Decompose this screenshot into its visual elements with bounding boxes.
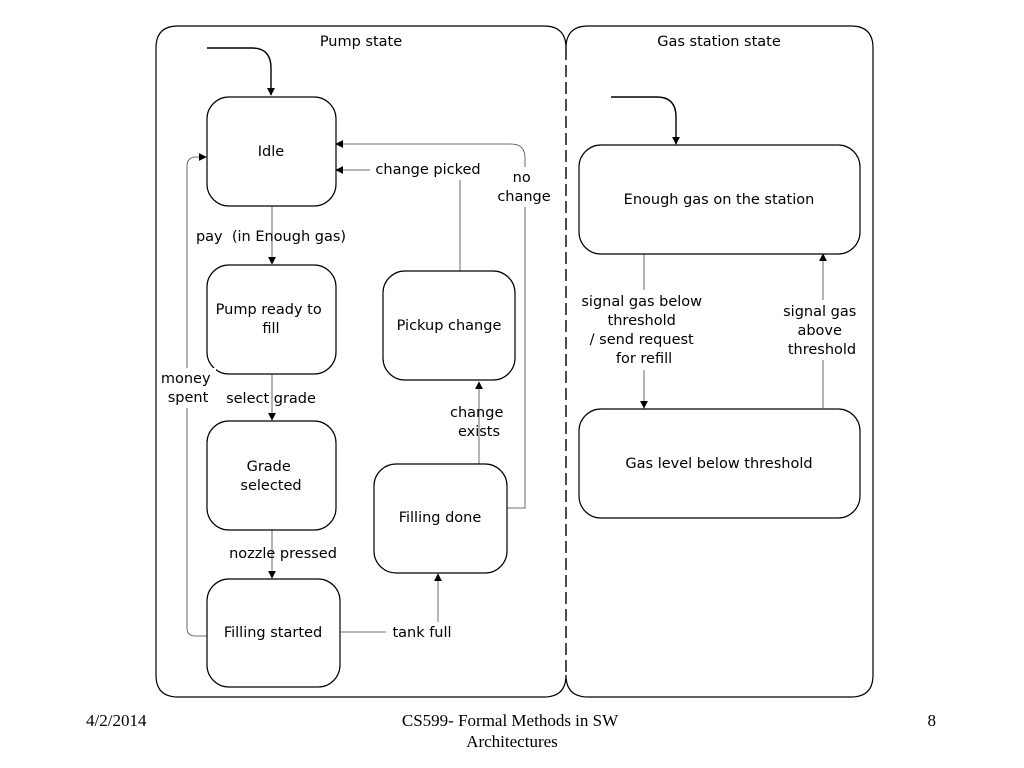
state-filling-done [373, 463, 508, 574]
gas-station-state-title: Gas station state [657, 34, 781, 50]
label-pay: pay (in Enough gas) [196, 229, 346, 245]
state-gas-level-below-label: Gas level below threshold [625, 456, 812, 472]
state-filling-started [206, 578, 341, 688]
pump-state-region [155, 25, 567, 698]
state-pickup-change-label: Pickup change [397, 318, 502, 334]
state-filling-started-label: Filling started [224, 625, 322, 641]
pump-state-title: Pump state [320, 34, 402, 50]
label-money-spent: money spent [161, 371, 215, 406]
pump-initial-arrow [207, 47, 275, 96]
edge-change-picked [335, 166, 461, 271]
edge-no-change [335, 140, 526, 509]
label-select-grade: select grade [226, 391, 316, 407]
state-gas-level-below [578, 408, 861, 519]
state-idle-label: Idle [258, 144, 285, 160]
state-grade-selected [206, 420, 337, 531]
label-signal-below: signal gas below threshold / send reques… [581, 294, 706, 367]
footer-course: CS599- Formal Methods in SW Architecture… [402, 711, 622, 751]
footer-date: 4/2/2014 [86, 711, 147, 730]
label-change-exists: change exists [450, 405, 508, 440]
state-filling-done-label: Filling done [399, 510, 482, 526]
footer-page-number: 8 [928, 711, 937, 730]
gas-station-state-region [565, 25, 874, 698]
station-initial-arrow [611, 96, 680, 145]
state-pump-ready-label: Pump ready to fill [216, 302, 327, 337]
label-tank-full: tank full [392, 625, 451, 641]
label-nozzle-pressed: nozzle pressed [229, 546, 337, 562]
label-signal-above: signal gas above threshold [783, 304, 861, 358]
state-pump-ready [206, 264, 337, 375]
state-grade-selected-label: Grade selected [240, 459, 301, 494]
label-change-picked: change picked [375, 162, 480, 178]
state-enough-gas [578, 144, 861, 255]
label-no-change: no change [497, 170, 550, 205]
state-enough-gas-label: Enough gas on the station [624, 192, 815, 208]
state-idle [206, 96, 337, 207]
state-pickup-change [382, 270, 516, 381]
